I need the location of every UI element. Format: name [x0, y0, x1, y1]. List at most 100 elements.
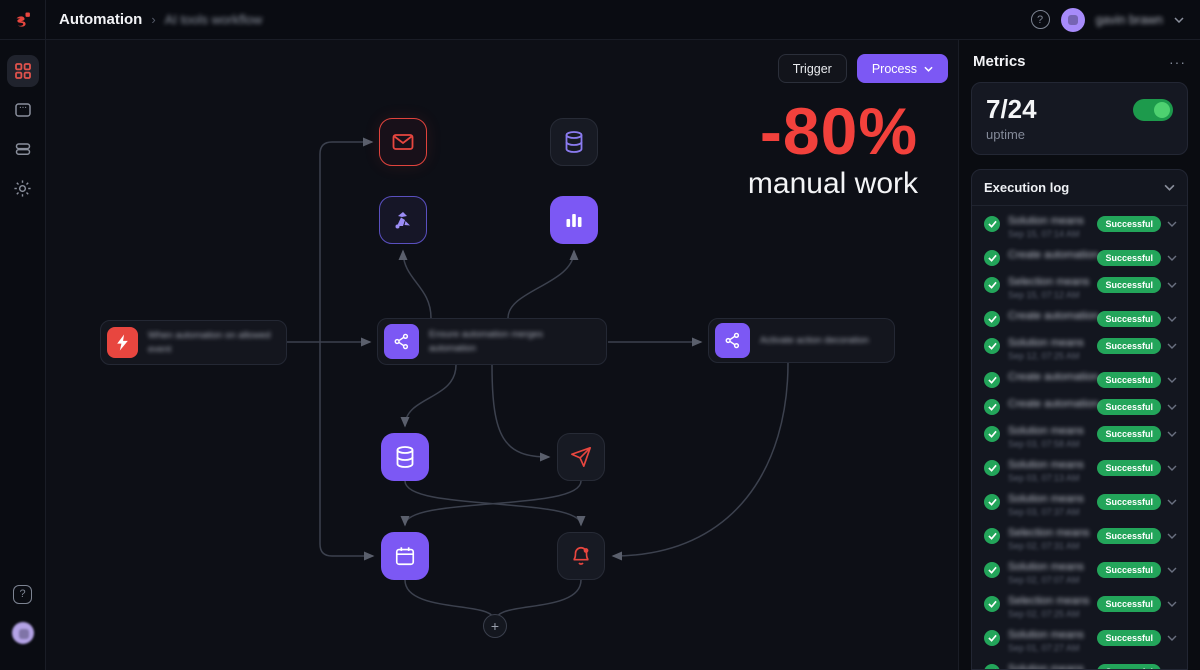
- chevron-down-icon[interactable]: [1167, 316, 1177, 322]
- log-entry-right: Successful: [1097, 216, 1177, 232]
- log-entry-row[interactable]: Solution means Sep 15, 07:14 AM Successf…: [972, 210, 1187, 244]
- log-entry-row[interactable]: Solution means Sep 02, 07:07 AM Successf…: [972, 556, 1187, 590]
- chevron-down-icon[interactable]: [1167, 601, 1177, 607]
- log-entry-row[interactable]: Solution means Sep 01, 07:27 AM Successf…: [972, 624, 1187, 658]
- log-entry-title: Solution means: [1008, 425, 1084, 437]
- node-email[interactable]: [379, 118, 427, 166]
- user-avatar[interactable]: [1060, 7, 1085, 32]
- chevron-down-icon[interactable]: [1167, 431, 1177, 437]
- trigger-button[interactable]: Trigger: [777, 54, 847, 83]
- log-entry-row[interactable]: Create automation Successful: [972, 244, 1187, 271]
- log-entry-title: Solution means: [1008, 493, 1084, 505]
- sidebar-item-settings[interactable]: [7, 172, 39, 204]
- log-status-badge: Successful: [1097, 372, 1161, 388]
- app-logo[interactable]: [0, 0, 46, 40]
- breadcrumb: Automation › AI tools workflow: [46, 11, 262, 28]
- chevron-down-icon[interactable]: [1167, 221, 1177, 227]
- check-circle-icon: [984, 277, 1000, 293]
- log-entry-right: Successful: [1097, 311, 1177, 327]
- node-action-card[interactable]: Activate action decoration: [708, 318, 895, 363]
- node-send[interactable]: [557, 433, 605, 481]
- sidebar-item-dashboard[interactable]: [6, 55, 39, 87]
- sidebar-item-help[interactable]: ?: [7, 578, 39, 610]
- check-circle-icon: [984, 426, 1000, 442]
- node-notification[interactable]: [557, 532, 605, 580]
- gear-icon: [13, 179, 32, 198]
- sidebar-item-storage[interactable]: [7, 133, 39, 165]
- sidebar-user-avatar[interactable]: [7, 617, 39, 649]
- log-status-badge: Successful: [1097, 460, 1161, 476]
- chevron-down-icon[interactable]: [1167, 533, 1177, 539]
- log-entry-title: Selection means: [1008, 276, 1090, 288]
- log-entry-right: Successful: [1097, 630, 1177, 646]
- log-status-badge: Successful: [1097, 277, 1161, 293]
- uptime-toggle[interactable]: [1133, 99, 1173, 121]
- log-entry-row[interactable]: Solution means Sep 03, 07:37 AM Successf…: [972, 488, 1187, 522]
- chevron-down-icon: [924, 66, 933, 72]
- sidebar-item-windows[interactable]: [7, 94, 39, 126]
- user-name[interactable]: gavin brawn: [1095, 12, 1163, 27]
- log-entry-right: Successful: [1097, 460, 1177, 476]
- check-circle-icon: [984, 338, 1000, 354]
- log-entry-row[interactable]: Create automation Successful: [972, 305, 1187, 332]
- workflow-canvas[interactable]: Trigger Process -80% manual work: [46, 40, 958, 670]
- edge-database-to-bell: [404, 480, 586, 527]
- node-trigger-card[interactable]: When automation on allowed event: [100, 320, 287, 365]
- log-entry-row[interactable]: Solution means Sep 12, 07:25 AM Successf…: [972, 332, 1187, 366]
- chevron-down-icon[interactable]: [1167, 255, 1177, 261]
- log-entry-row[interactable]: Selection means Sep 02, 07:25 AM Success…: [972, 590, 1187, 624]
- log-entry-row[interactable]: Solution means Sep 03, 07:58 AM Successf…: [972, 420, 1187, 454]
- node-ai-model[interactable]: [379, 196, 427, 244]
- node-database-source[interactable]: [550, 118, 598, 166]
- chevron-down-icon[interactable]: [1167, 567, 1177, 573]
- log-entry-right: Successful: [1097, 250, 1177, 266]
- chevron-down-icon[interactable]: [1167, 499, 1177, 505]
- chevron-down-icon[interactable]: [1167, 343, 1177, 349]
- log-entry-time: Sep 01, 07:27 AM: [1008, 643, 1080, 653]
- plus-icon: +: [490, 618, 500, 634]
- edge-trigger-to-calendar: [319, 342, 375, 561]
- chevron-down-icon[interactable]: [1167, 465, 1177, 471]
- log-entry-row[interactable]: Selection means Sep 15, 07:12 AM Success…: [972, 271, 1187, 305]
- log-entry-time: Sep 02, 07:31 AM: [1008, 541, 1080, 551]
- more-options-icon[interactable]: ···: [1169, 53, 1186, 70]
- help-icon[interactable]: ?: [1030, 10, 1050, 29]
- metrics-title: Metrics: [973, 53, 1026, 70]
- chevron-down-icon[interactable]: [1167, 404, 1177, 410]
- execution-log-title: Execution log: [984, 180, 1070, 195]
- log-status-badge: Successful: [1097, 494, 1161, 510]
- log-entry-row[interactable]: Solution means Sep 03, 07:13 AM Successf…: [972, 454, 1187, 488]
- log-entry-row[interactable]: Create automation Successful: [972, 366, 1187, 393]
- execution-log-list[interactable]: Solution means Sep 15, 07:14 AM Successf…: [972, 206, 1187, 669]
- log-entry-row[interactable]: Solution means Sep 01, 07:02 AM Successf…: [972, 658, 1187, 669]
- log-entry-row[interactable]: Selection means Sep 02, 07:31 AM Success…: [972, 522, 1187, 556]
- node-merge-card[interactable]: Ensure automation merges automation: [377, 318, 607, 365]
- log-entry-meta: Solution means Sep 03, 07:13 AM: [1008, 459, 1089, 483]
- edge-bell-to-plus: [496, 579, 582, 618]
- node-calendar[interactable]: [381, 532, 429, 580]
- chevron-down-icon[interactable]: [1167, 282, 1177, 288]
- log-entry-meta: Create automation: [1008, 249, 1099, 261]
- check-circle-icon: [984, 399, 1000, 415]
- chevron-down-icon[interactable]: [1167, 635, 1177, 641]
- node-trigger-label: When automation on allowed event: [148, 330, 271, 355]
- chevron-down-icon[interactable]: [1167, 377, 1177, 383]
- process-button[interactable]: Process: [856, 54, 948, 83]
- log-entry-row[interactable]: Create automation Successful: [972, 393, 1187, 420]
- log-entry-right: Successful: [1097, 528, 1177, 544]
- log-entry-meta: Solution means Sep 01, 07:02 AM: [1008, 663, 1089, 669]
- log-entry-meta: Solution means Sep 02, 07:07 AM: [1008, 561, 1089, 585]
- node-analytics[interactable]: [550, 196, 598, 244]
- log-entry-title: Selection means: [1008, 527, 1090, 539]
- execution-log-header[interactable]: Execution log: [972, 170, 1187, 206]
- log-status-badge: Successful: [1097, 528, 1161, 544]
- node-database-store[interactable]: [381, 433, 429, 481]
- user-menu-chevron-icon[interactable]: [1174, 16, 1184, 23]
- add-node-button[interactable]: +: [483, 614, 507, 638]
- log-entry-right: Successful: [1097, 399, 1177, 415]
- edge-center-to-database: [400, 364, 457, 428]
- workflow-icon: [384, 324, 419, 359]
- log-entry-meta: Solution means Sep 01, 07:27 AM: [1008, 629, 1089, 653]
- breadcrumb-section[interactable]: Automation: [59, 11, 143, 28]
